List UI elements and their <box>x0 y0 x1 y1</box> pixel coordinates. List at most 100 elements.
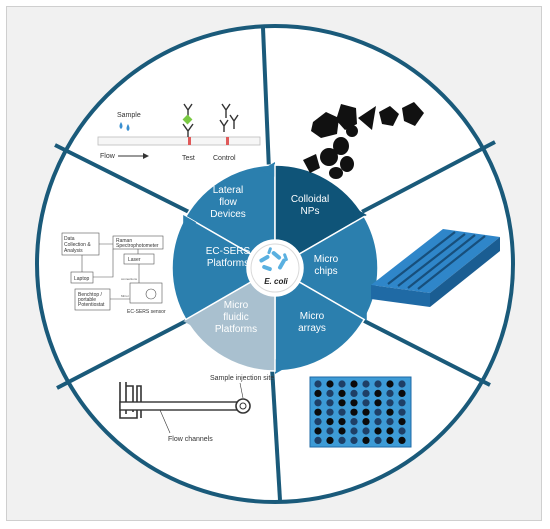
nanoparticles-illustration <box>303 102 424 179</box>
control-label: Control <box>213 155 236 162</box>
inner-ring: LateralflowDevicesColloidalNPsMicrochips… <box>171 162 379 374</box>
array-well <box>386 418 394 426</box>
array-well <box>398 436 406 444</box>
array-well <box>314 399 322 407</box>
array-well <box>362 389 370 397</box>
ecsers-illustration: Data Collection & Analysis Raman Spectro… <box>61 232 166 315</box>
drop-icon <box>119 122 123 129</box>
center-label: E. coli <box>264 277 288 286</box>
tiny-label: connections <box>121 277 138 281</box>
bacteria-icon <box>259 247 288 272</box>
array-well <box>362 427 370 435</box>
drop-icon <box>126 124 130 131</box>
segment-label-ec-sers: EC-SERS <box>206 246 251 257</box>
cycle-arrow-tip <box>183 215 197 231</box>
center-circle <box>250 243 300 293</box>
sample-label: Sample <box>117 112 141 119</box>
array-well <box>326 408 334 416</box>
antibody-icon <box>183 103 239 132</box>
potentiostat-label: Potentiostat <box>78 302 105 308</box>
array-well <box>362 408 370 416</box>
array-well <box>314 427 322 435</box>
array-well <box>374 399 382 407</box>
microarray-illustration <box>309 376 412 448</box>
segment-microfluidic <box>184 280 276 372</box>
injection-label: Sample injection site <box>210 375 274 382</box>
segment-label-lateral-flow: Lateral <box>213 185 244 196</box>
cycle-arrow-tip <box>261 162 275 177</box>
array-well <box>326 380 334 388</box>
flow-label: Flow <box>100 153 116 160</box>
data-label: Analysis <box>64 248 83 254</box>
sensor-label: EC-SERS sensor <box>127 309 166 315</box>
array-well <box>374 436 382 444</box>
array-well <box>386 399 394 407</box>
cycle-arrow-tip <box>353 207 367 223</box>
array-well <box>338 408 346 416</box>
array-well <box>350 389 358 397</box>
cycle-arrow-tip <box>183 313 197 329</box>
channel-bar <box>119 401 239 411</box>
array-well <box>374 380 382 388</box>
array-well <box>350 380 358 388</box>
segment-label-microfluidic: fluidic <box>223 312 249 323</box>
array-well <box>386 436 394 444</box>
array-well <box>350 399 358 407</box>
array-well <box>326 389 334 397</box>
array-well <box>374 427 382 435</box>
segment-ec-sers <box>171 215 252 321</box>
segment-label-colloidal-nps: Colloidal <box>291 194 329 205</box>
segment-label-lateral-flow: flow <box>219 197 238 208</box>
array-wells <box>314 380 406 444</box>
array-well <box>374 418 382 426</box>
segment-label-microchips: Micro <box>314 254 339 265</box>
potentiostat-box <box>74 288 111 311</box>
control-line <box>226 137 229 145</box>
array-well <box>374 389 382 397</box>
array-well <box>362 380 370 388</box>
segment-microarrays <box>274 280 366 372</box>
array-well <box>314 436 322 444</box>
array-well <box>314 389 322 397</box>
array-plate <box>309 376 412 448</box>
antigen-icon <box>182 114 193 125</box>
segment-label-microarrays: arrays <box>298 323 326 334</box>
array-well <box>350 418 358 426</box>
array-well <box>398 418 406 426</box>
segment-label-ec-sers: Platforms <box>207 258 249 269</box>
test-line <box>188 137 191 145</box>
array-well <box>314 408 322 416</box>
segment-lateral-flow <box>184 164 276 256</box>
test-label: Test <box>182 155 195 162</box>
array-well <box>326 418 334 426</box>
array-well <box>398 399 406 407</box>
laptop-label: Laptop <box>74 276 90 282</box>
array-well <box>338 418 346 426</box>
chip-channels <box>387 231 486 290</box>
microfluidic-illustration: Sample injection site Flow channels <box>119 375 274 443</box>
data-label: Collection & <box>64 242 91 248</box>
array-well <box>326 427 334 435</box>
array-well <box>386 408 394 416</box>
potentiostat-label: Benchtop / <box>78 292 103 298</box>
array-well <box>338 436 346 444</box>
antibody-icon <box>182 123 194 137</box>
array-well <box>386 380 394 388</box>
data-label: Data <box>64 236 75 242</box>
array-well <box>398 380 406 388</box>
center-hub: E. coli <box>250 243 300 293</box>
array-well <box>398 427 406 435</box>
sensor-box <box>129 282 163 304</box>
connector-lines <box>81 243 140 300</box>
chip-top <box>371 229 500 293</box>
laser-label: Laser <box>128 257 141 263</box>
lateral-flow-illustration: Sample Flow Test Control <box>97 103 261 162</box>
array-well <box>386 427 394 435</box>
array-well <box>374 408 382 416</box>
array-well <box>362 436 370 444</box>
array-well <box>362 399 370 407</box>
array-well <box>338 380 346 388</box>
array-well <box>386 389 394 397</box>
raman-label: Raman <box>116 238 132 244</box>
